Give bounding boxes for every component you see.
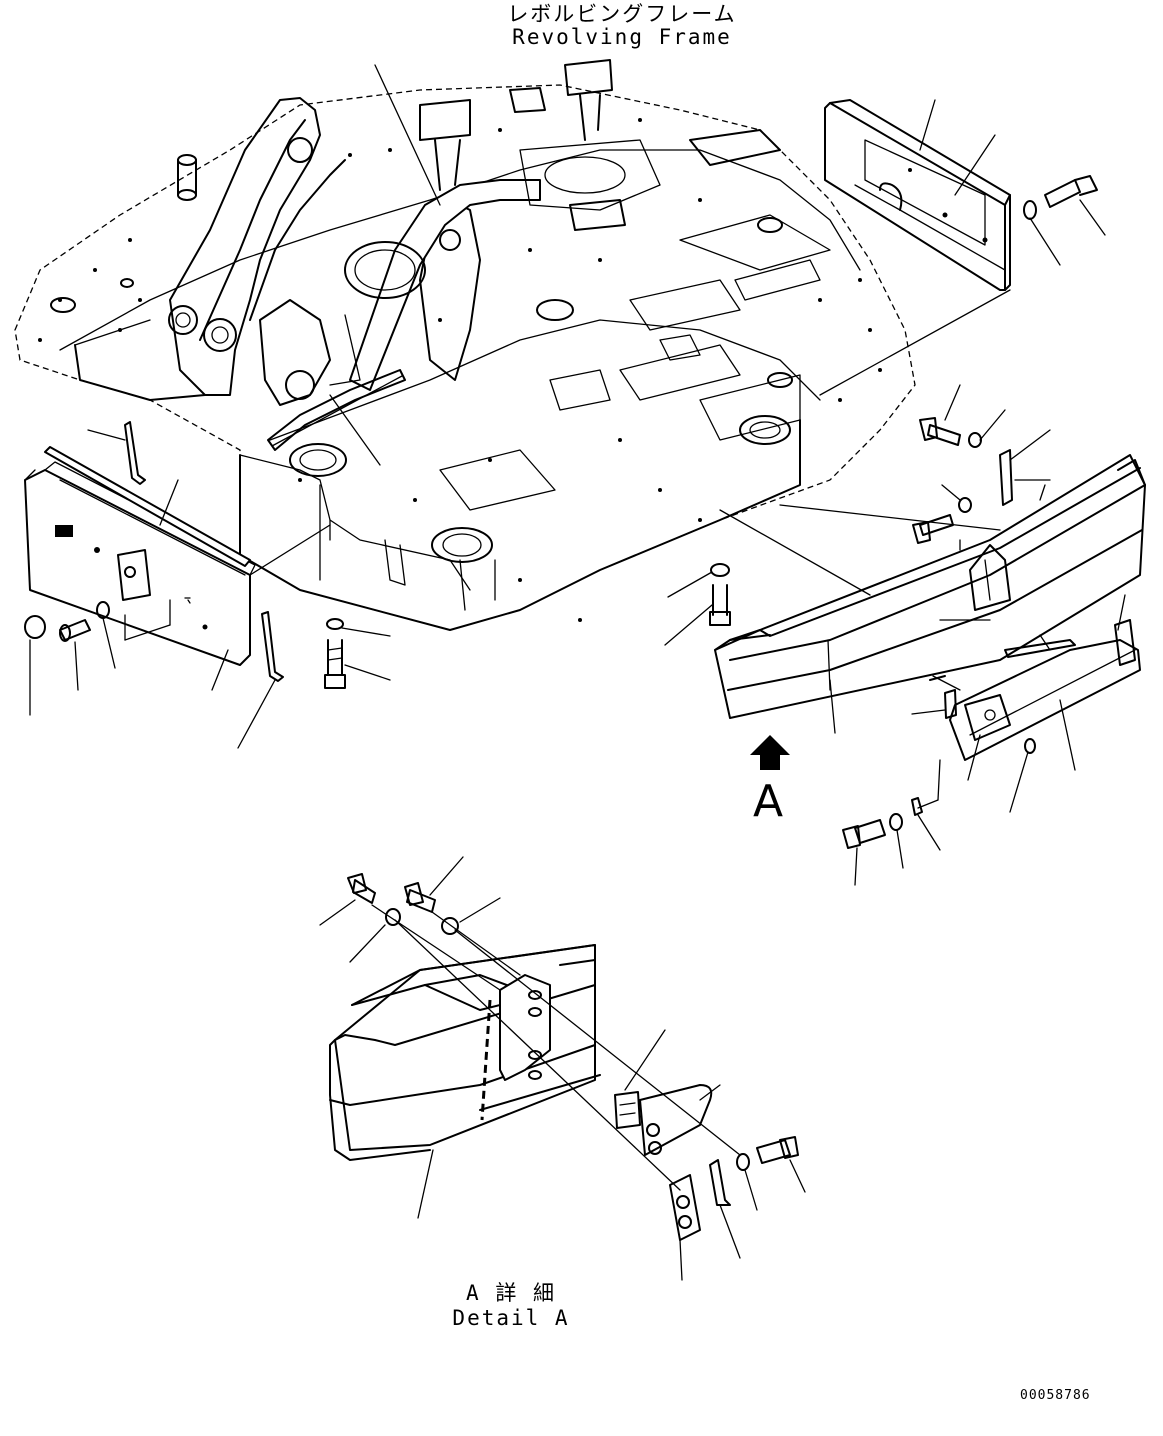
frame-bolt-washer <box>324 618 346 689</box>
view-a-arrow <box>750 735 790 770</box>
revolving-frame <box>14 59 916 631</box>
counterweight-plate <box>824 99 1011 291</box>
frame-title-en: Revolving Frame <box>512 25 732 49</box>
view-marker-a: A <box>753 776 784 827</box>
left-cover-bracket-top <box>124 421 146 485</box>
detail-a-drawing <box>329 873 799 1241</box>
counterweight-fasteners <box>709 417 1036 849</box>
rear-counterweight <box>714 454 1146 719</box>
left-cover-seal <box>44 446 251 567</box>
left-cover-parts <box>24 601 110 642</box>
counterweight-lower-cover <box>949 619 1141 761</box>
frame-title-jp: レボルビングフレーム <box>507 2 737 26</box>
detail-title-jp: A 詳 細 <box>466 1281 556 1305</box>
left-side-cover <box>24 461 256 666</box>
detail-title-en: Detail A <box>452 1306 570 1330</box>
counterweight-bolt <box>1044 175 1098 208</box>
counterweight-washer <box>1023 200 1037 220</box>
left-cover-bracket-bottom <box>261 611 284 682</box>
drawing-number: 00058786 <box>1020 1388 1091 1403</box>
leader-lines <box>29 64 1126 1281</box>
